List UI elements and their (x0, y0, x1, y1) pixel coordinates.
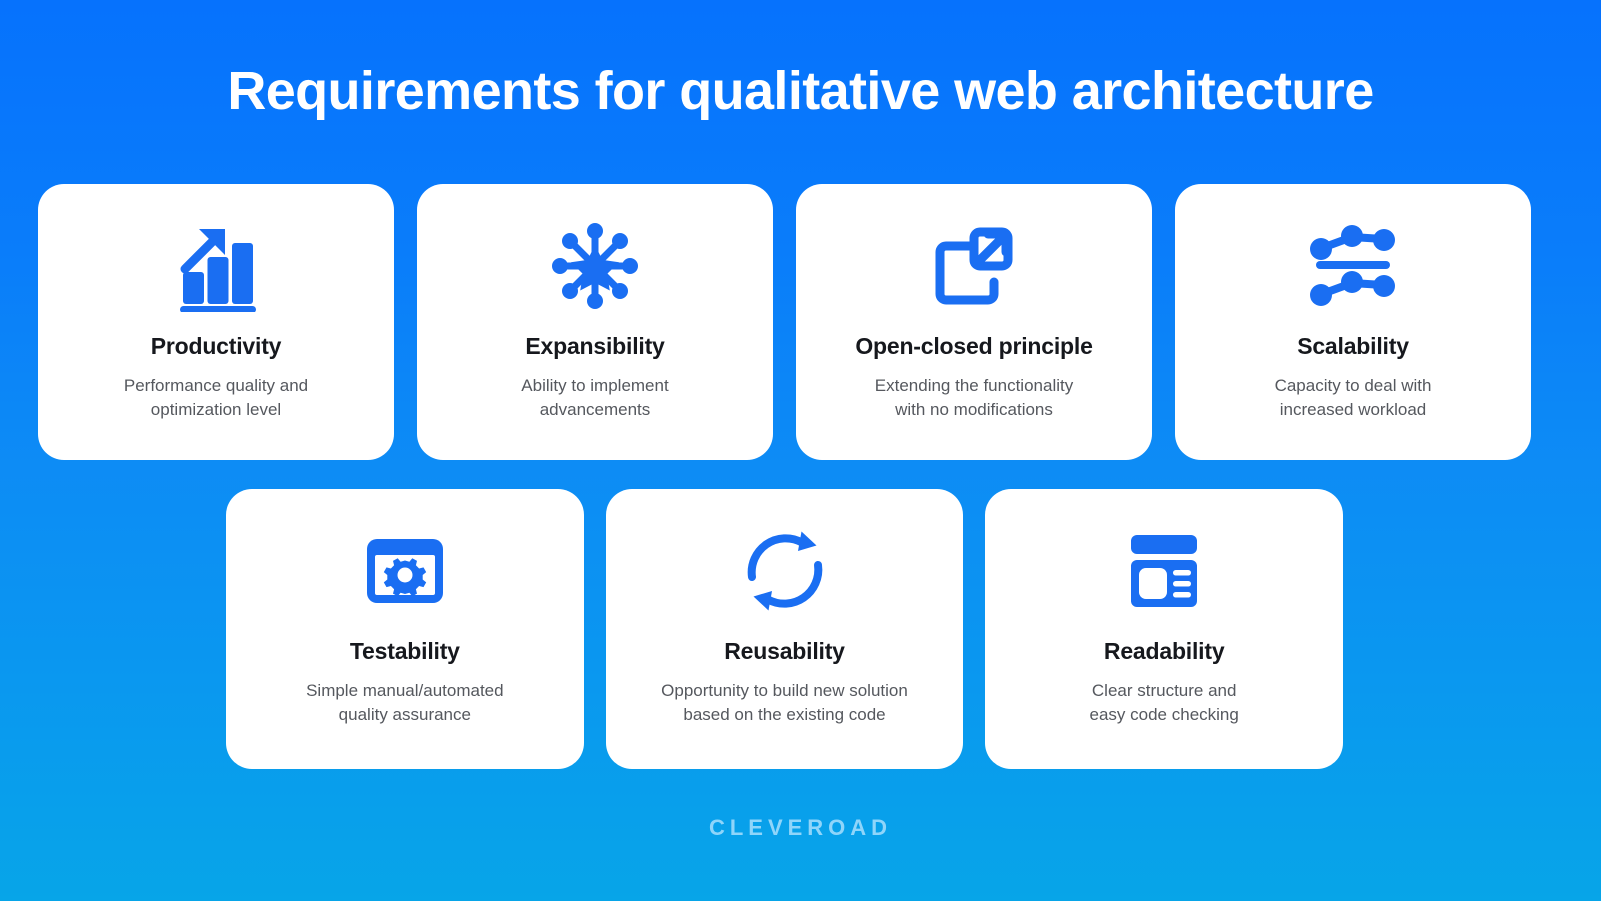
card-title: Expansibility (525, 333, 665, 359)
browser-gear-icon (359, 523, 451, 619)
circular-arrows-refresh-icon (739, 523, 831, 619)
card-productivity[interactable]: Productivity Performance quality and opt… (38, 184, 394, 460)
card-title: Productivity (150, 333, 282, 359)
star-network-icon (549, 218, 641, 314)
card-expansibility[interactable]: Expansibility Ability to implement advan… (417, 184, 773, 460)
card-description: Opportunity to build new solution based … (661, 681, 908, 724)
article-layout-icon (1118, 523, 1210, 619)
external-link-square-icon (928, 218, 1020, 314)
card-description: Capacity to deal with increased workload (1274, 376, 1432, 419)
node-chain-scale-icon (1307, 218, 1399, 314)
card-title: Scalability (1297, 333, 1409, 359)
card-description: Clear structure and easy code checking (1089, 681, 1239, 724)
card-title: Open-closed principle (855, 333, 1093, 359)
card-description: Extending the functionality with no modi… (874, 376, 1074, 419)
card-reusability[interactable]: Reusability Opportunity to build new sol… (605, 489, 964, 769)
brand-logo: CLEVEROAD (708, 815, 893, 840)
card-readability[interactable]: Readability Clear structure and easy cod… (985, 489, 1344, 769)
bar-chart-growth-icon (170, 218, 262, 314)
card-title: Reusability (724, 638, 845, 664)
card-row-top: Productivity Performance quality and opt… (38, 184, 1531, 460)
card-scalability[interactable]: Scalability Capacity to deal with increa… (1175, 184, 1531, 460)
card-title: Readability (1103, 638, 1225, 664)
card-open-closed-principle[interactable]: Open-closed principle Extending the func… (796, 184, 1152, 460)
card-testability[interactable]: Testability Simple manual/automated qual… (226, 489, 584, 769)
card-description: Simple manual/automated quality assuranc… (306, 681, 504, 724)
page-title: Requirements for qualitative web archite… (227, 61, 1374, 121)
card-description: Performance quality and optimization lev… (123, 376, 309, 419)
card-row-bottom: Testability Simple manual/automated qual… (226, 489, 1344, 769)
card-description: Ability to implement advancements (521, 376, 669, 419)
card-title: Testability (349, 638, 460, 664)
